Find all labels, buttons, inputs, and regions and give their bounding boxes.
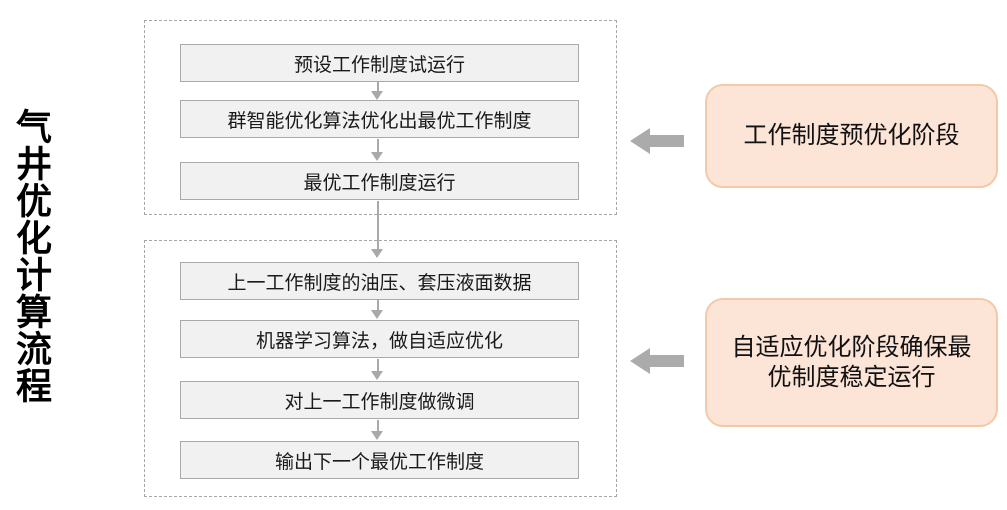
flow-step-output-next-optimal: 输出下一个最优工作制度 — [180, 441, 579, 479]
arrow-head — [371, 249, 383, 258]
flow-step-swarm-optimization: 群智能优化算法优化出最优工作制度 — [180, 100, 579, 138]
stage2-label: 自适应优化阶段确保最优制度稳定运行 — [705, 298, 998, 427]
left-arrow-icon — [630, 348, 684, 374]
arrow-head — [371, 371, 383, 380]
flow-step-fine-tune: 对上一工作制度做微调 — [180, 381, 579, 419]
arrow-head — [371, 91, 383, 100]
arrow-head — [371, 431, 383, 440]
arrow-shaft — [376, 201, 379, 250]
left-arrow-icon — [630, 128, 684, 154]
arrow-head — [371, 310, 383, 319]
down-arrow-icon — [371, 82, 384, 100]
arrow-shaft — [376, 82, 379, 92]
flow-step-machine-learning: 机器学习算法，做自适应优化 — [180, 320, 579, 358]
arrow-head — [371, 152, 383, 161]
arrow-shaft — [376, 420, 379, 432]
arrow-shaft — [376, 139, 379, 153]
arrow-shaft — [376, 299, 379, 311]
flow-step-pressure-data: 上一工作制度的油压、套压液面数据 — [180, 262, 579, 300]
flow-step-preset-trial-run: 预设工作制度试运行 — [180, 44, 579, 82]
down-arrow-icon — [371, 139, 384, 161]
down-arrow-icon — [371, 201, 384, 258]
down-arrow-icon — [371, 299, 384, 319]
arrow-shaft — [376, 359, 379, 372]
down-arrow-icon — [371, 420, 384, 440]
down-arrow-icon — [371, 359, 384, 380]
stage1-label: 工作制度预优化阶段 — [705, 84, 998, 188]
flow-step-optimal-run: 最优工作制度运行 — [180, 162, 579, 200]
page-title: 气井优化计算流程 — [11, 108, 52, 404]
